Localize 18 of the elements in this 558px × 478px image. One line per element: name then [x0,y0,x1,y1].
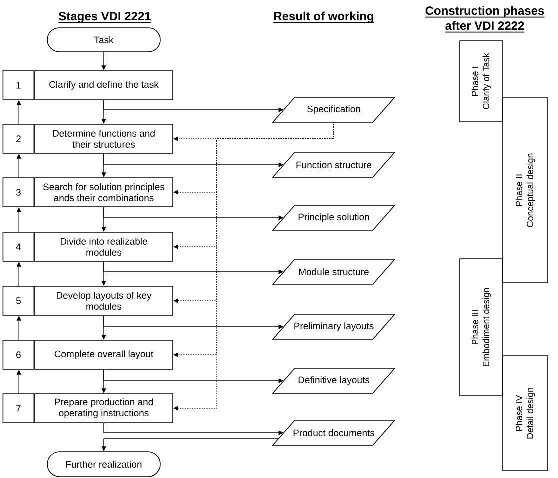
phase-box: Phase III Embodiment design [460,258,504,396]
process-box: Search for solution principles ands their combinations 3 [2,178,174,208]
step-number: 3 [2,178,35,208]
step-number: 7 [2,394,35,424]
column-heading: Result of working [273,12,375,24]
step-number: 4 [2,232,35,262]
process-box: Divide into realizable modules 4 [2,232,174,262]
phase-box: Phase I Clarify of Task [460,40,504,122]
step-number: 6 [2,340,35,370]
step-number: 5 [2,286,35,316]
step-number: 1 [2,70,35,100]
phase-box: Phase II Conceptual design [502,98,548,284]
step-number: 2 [2,124,35,154]
process-box: Determine functions and their structures 2 [2,124,174,154]
process-box: Develop layouts of key modules 5 [2,286,174,316]
process-box: Prepare production and operating instructions 7 [2,394,174,424]
column-heading: Construction phases after VDI 2222 [424,6,546,33]
phase-box: Phase IV Detail design [502,356,548,472]
